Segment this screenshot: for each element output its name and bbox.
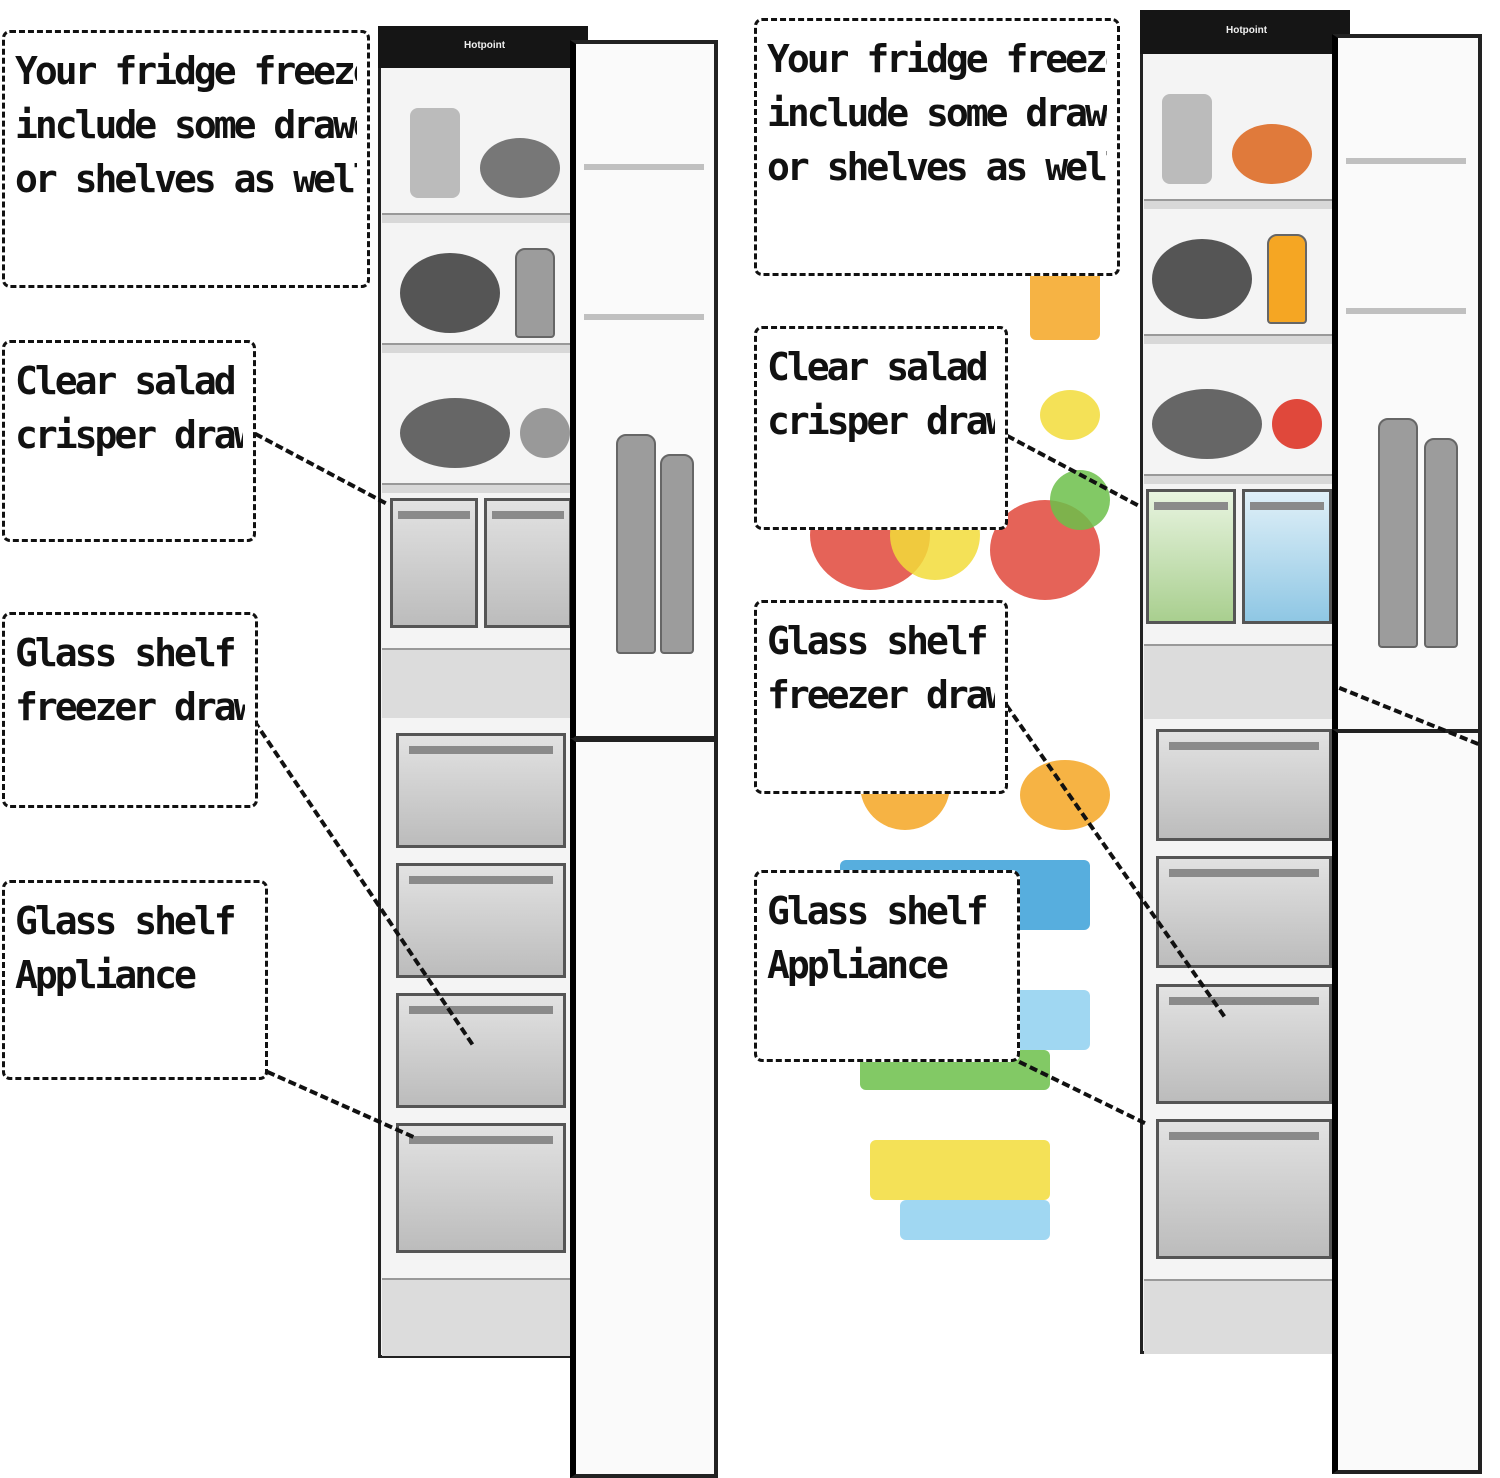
freezer-drawer <box>1156 856 1332 968</box>
food-jar <box>410 108 460 198</box>
food-salad-bowl <box>1152 239 1252 319</box>
lime-fruit <box>1050 470 1110 530</box>
callout-line: crisper drawer <box>15 412 243 457</box>
callout-line: Clear salad fridge <box>767 345 995 389</box>
glass-shelf <box>382 213 584 223</box>
right-panel: Hotpoint Your fridge freezer might inclu… <box>750 0 1500 1478</box>
yellow-food <box>870 1140 1050 1200</box>
callout-freezer-drawer: Glass shelf in freezer freezer drawer <box>754 600 1008 794</box>
blue-ice-pack <box>900 1200 1050 1240</box>
callout-freezer-drawer: Glass shelf in freezer freezer drawer <box>2 612 258 808</box>
callout-drawers-trays-shelves: Your fridge freezer might include some d… <box>754 18 1120 276</box>
food-plate <box>1152 389 1262 459</box>
door-shelf <box>584 164 704 170</box>
brand-logo: Hotpoint <box>1226 25 1268 36</box>
fridge-door <box>1332 34 1482 734</box>
callout-line: or shelves as well <box>15 156 357 201</box>
food-jar <box>1162 94 1212 184</box>
food-bowl <box>1232 124 1312 184</box>
fridge-base <box>382 648 584 718</box>
brand-logo: Hotpoint <box>464 40 506 51</box>
callout-line: freezer drawer <box>15 684 245 729</box>
callout-line: or shelves as well <box>767 144 1107 189</box>
freezer-drawer <box>396 993 566 1108</box>
freezer-door <box>570 738 718 1478</box>
freezer-drawer <box>396 863 566 978</box>
food-salad-bowl <box>400 253 500 333</box>
control-panel: Hotpoint <box>1140 10 1350 54</box>
door-shelf <box>584 314 704 320</box>
orange-fruit <box>1020 760 1110 830</box>
left-panel: Hotpoint Your fridge freezer might inclu… <box>2 18 730 1478</box>
freezer-drawer <box>1156 729 1332 841</box>
callout-appliance: Glass shelf tray and Appliance <box>2 880 268 1080</box>
glass-shelf <box>1144 334 1346 344</box>
plinth <box>382 1278 584 1356</box>
callout-line: include some drawers, trays <box>15 102 357 147</box>
callout-line: Appliance <box>15 952 197 997</box>
food-bowl <box>480 138 560 198</box>
leader-line <box>1018 1060 1146 1125</box>
fridge-door <box>570 40 718 740</box>
leader-line <box>254 432 387 506</box>
fridge-base <box>1144 644 1346 719</box>
food-plate <box>400 398 510 468</box>
callout-crisper-drawer: Clear salad fridge crisper drawer <box>754 326 1008 530</box>
food-bowl <box>1272 399 1322 449</box>
food-jar <box>1267 234 1307 324</box>
food-bowl <box>520 408 570 458</box>
callout-line: Glass shelf tray and <box>767 889 1007 933</box>
callout-line: Clear salad fridge <box>15 359 243 403</box>
crisper-drawer <box>1146 489 1236 624</box>
door-bottle <box>660 454 694 654</box>
crisper-drawer <box>1242 489 1332 624</box>
callout-line: freezer drawer <box>767 672 995 717</box>
callout-line: include some drawers, trays <box>767 90 1107 135</box>
freezer-drawer <box>1156 984 1332 1104</box>
callout-line: Glass shelf tray and <box>15 899 255 943</box>
freezer-drawer <box>396 1123 566 1253</box>
glass-shelf <box>1144 199 1346 209</box>
callout-crisper-drawer: Clear salad fridge crisper drawer <box>2 340 256 542</box>
door-bottle <box>1378 418 1418 648</box>
lemon-fruit <box>1040 390 1100 440</box>
callout-drawers-trays-shelves: Your fridge freezer might include some d… <box>2 30 370 288</box>
freezer-drawer <box>1156 1119 1332 1259</box>
fridge-illustration: Hotpoint <box>1132 4 1492 1474</box>
callout-line: Your fridge freezer might <box>15 49 357 93</box>
freezer-drawer <box>396 733 566 848</box>
door-shelf <box>1346 158 1466 164</box>
crisper-drawer <box>390 498 478 628</box>
door-shelf <box>1346 308 1466 314</box>
fridge-illustration: Hotpoint <box>370 18 730 1478</box>
glass-shelf <box>1144 474 1346 484</box>
glass-shelf <box>382 483 584 493</box>
crisper-drawer <box>484 498 572 628</box>
callout-appliance: Glass shelf tray and Appliance <box>754 870 1020 1062</box>
callout-line: crisper drawer <box>767 398 995 443</box>
control-panel: Hotpoint <box>378 26 588 68</box>
callout-line: Glass shelf in freezer <box>15 631 245 675</box>
freezer-door <box>1332 729 1482 1474</box>
callout-line: Appliance <box>767 942 949 987</box>
callout-line: Your fridge freezer might <box>767 37 1107 81</box>
callout-line: Glass shelf in freezer <box>767 619 995 663</box>
plinth <box>1144 1279 1346 1354</box>
glass-shelf <box>382 343 584 353</box>
door-bottle <box>1424 438 1458 648</box>
door-bottle <box>616 434 656 654</box>
food-jar <box>515 248 555 338</box>
